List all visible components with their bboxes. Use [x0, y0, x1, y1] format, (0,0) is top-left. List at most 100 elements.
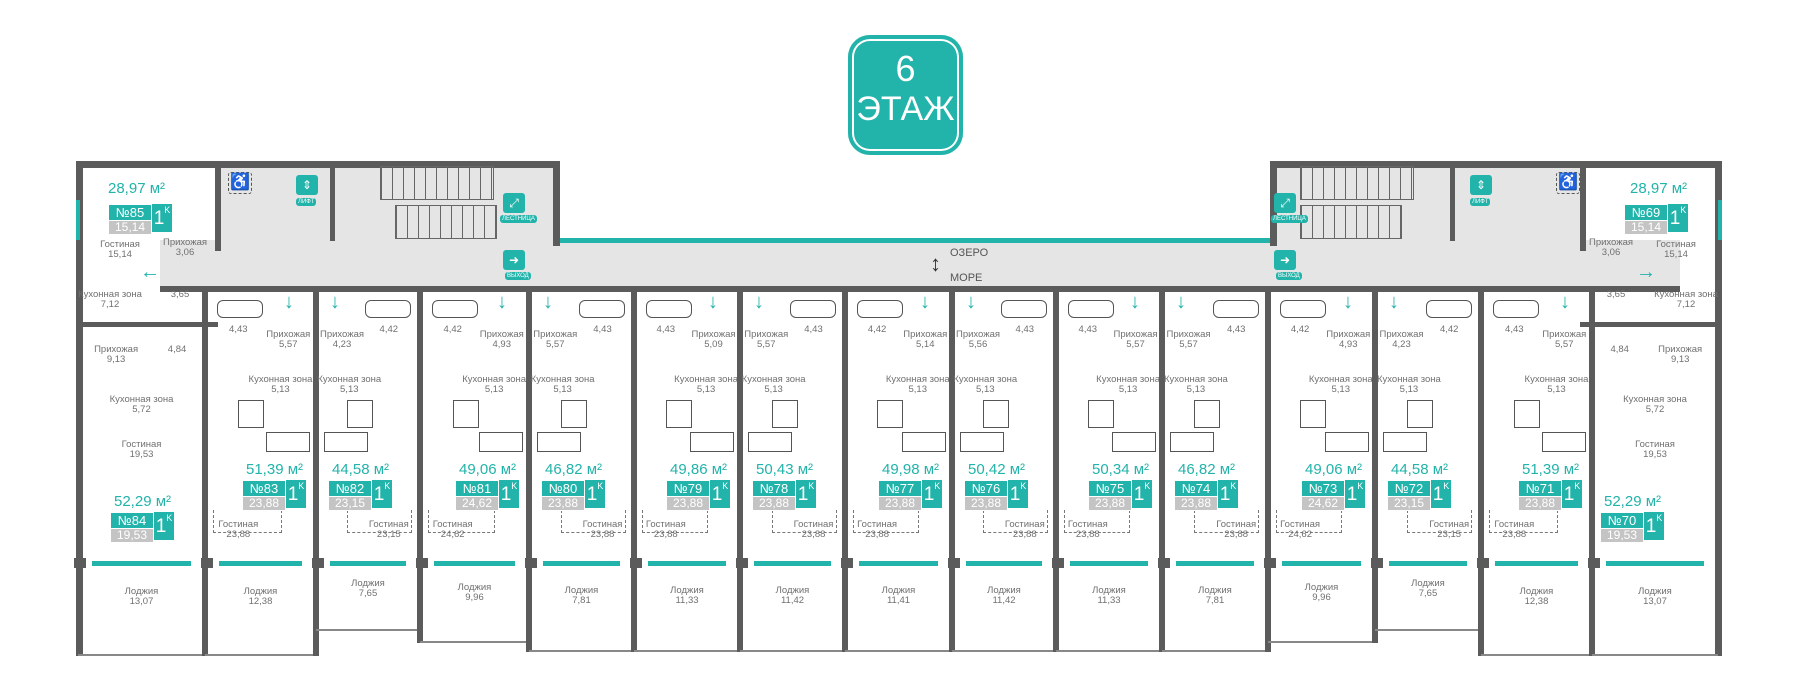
unit-living-area: 19,53: [1600, 528, 1644, 543]
area-unit: м²: [797, 461, 814, 478]
room-name: Гостиная: [1429, 519, 1470, 530]
partition-wall: [1478, 288, 1484, 656]
entry-arrow-icon: ↓: [284, 291, 294, 313]
rooms-count-value: 1: [1009, 484, 1021, 505]
unit-total-area: 51,39 м²: [1522, 461, 1579, 478]
tv-stand: [690, 432, 734, 452]
loggia-rail: [420, 641, 529, 643]
unit-number: №71: [1518, 480, 1562, 496]
partition-wall: [737, 288, 743, 652]
area-value: 46,82: [545, 461, 583, 478]
unit-number: №72: [1387, 480, 1431, 496]
window: [859, 561, 938, 566]
room-name: Прихожая: [533, 329, 578, 340]
wall-pier: [525, 558, 537, 568]
window: [648, 561, 726, 566]
room-name: Лоджия: [351, 578, 385, 589]
unit-living-area: 23,15: [1387, 496, 1431, 511]
dining-table: [665, 400, 692, 428]
room-area: 19,53: [129, 449, 154, 460]
bathtub: [1280, 300, 1326, 318]
unit-number: №85: [108, 204, 152, 220]
compass-down-label: МОРЕ: [950, 272, 983, 284]
unit-total-area: 52,29 м²: [114, 493, 171, 510]
rooms-count-value: 1: [1669, 208, 1681, 229]
room-name: Кухонная зона: [462, 374, 527, 385]
room-area: 11,33: [675, 595, 699, 606]
wall: [76, 161, 83, 656]
room-name: Кухонная зона: [248, 374, 313, 385]
area-unit: м²: [1645, 493, 1662, 510]
room-name: Лоджия: [670, 585, 704, 596]
partition-wall: [313, 288, 319, 656]
loggia-rail: [1056, 650, 1162, 652]
window: [76, 200, 80, 240]
room-area: 4,42: [379, 324, 399, 335]
unit-living-area: 23,88: [752, 496, 796, 511]
rooms-count-value: 1: [1133, 484, 1145, 505]
room-label: 4,42: [380, 325, 399, 335]
room-area: 5,13: [1186, 384, 1206, 395]
rooms-count: 1K: [152, 204, 172, 232]
room-area: 4,42: [443, 324, 462, 335]
wall-pier: [201, 558, 213, 568]
room-area: 5,13: [908, 384, 928, 395]
wall-pier: [841, 558, 853, 568]
rooms-count: 1K: [154, 512, 174, 540]
room-area: 7,81: [572, 595, 591, 606]
tv-stand: [902, 432, 946, 452]
room-name: Прихожая: [1326, 329, 1371, 340]
rooms-k-mark: K: [298, 481, 305, 491]
dining-table: [452, 400, 479, 428]
unit-total-area: 44,58 м²: [1391, 461, 1448, 478]
bathtub: [1426, 300, 1472, 318]
unit-living-area: 24,62: [455, 496, 499, 511]
wheelchair-icon: ♿: [228, 172, 252, 194]
room-area: 4,23: [332, 339, 352, 350]
window: [219, 561, 302, 566]
bathtub: [857, 300, 903, 318]
room-label: 4,43: [229, 325, 248, 335]
entry-arrow-icon: ↓: [497, 291, 507, 313]
unit-total-area: 44,58 м²: [332, 461, 389, 478]
rooms-count-value: 1: [711, 484, 723, 505]
room-label: 4,43: [1505, 325, 1524, 335]
rooms-count-value: 1: [1563, 484, 1575, 505]
unit-number: №76: [964, 480, 1008, 496]
room-name: Прихожая: [744, 329, 789, 340]
bathtub: [646, 300, 692, 318]
room-area: 4,42: [1439, 324, 1459, 335]
window: [92, 561, 191, 566]
entry-arrow-icon: ↓: [920, 291, 930, 313]
room-label: 4,43: [593, 325, 612, 335]
area-unit: м²: [155, 493, 172, 510]
area-unit: м²: [373, 461, 390, 478]
room-area: 23,88: [801, 529, 826, 540]
entry-arrow-icon: ↓: [1176, 291, 1186, 313]
room-area: 23,88: [590, 529, 615, 540]
rooms-count: 1K: [585, 480, 605, 508]
rooms-count-value: 1: [923, 484, 935, 505]
room-area: 9,13: [106, 354, 126, 365]
